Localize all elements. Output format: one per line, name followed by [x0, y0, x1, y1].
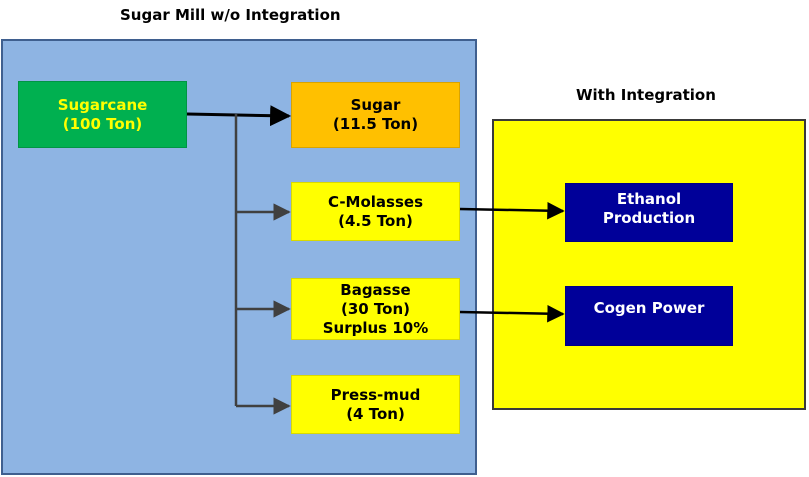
- press-mud-label: Press-mud: [330, 385, 421, 404]
- c-molasses-box: C-Molasses (4.5 Ton): [291, 182, 460, 241]
- sugarcane-box: Sugarcane (100 Ton): [18, 81, 187, 148]
- cogen-power-label: Cogen Power: [593, 299, 705, 317]
- bagasse-box: Bagasse (30 Ton) Surplus 10%: [291, 278, 460, 340]
- c-molasses-quantity: (4.5 Ton): [338, 211, 413, 230]
- ethanol-production-box: Ethanol Production: [565, 183, 733, 242]
- sugarcane-label: Sugarcane: [57, 95, 148, 114]
- press-mud-quantity: (4 Ton): [346, 404, 405, 423]
- ethanol-label-line2: Production: [602, 209, 696, 227]
- ethanol-label-line1: Ethanol: [616, 190, 682, 208]
- press-mud-box: Press-mud (4 Ton): [291, 375, 460, 434]
- sugar-box: Sugar (11.5 Ton): [291, 82, 460, 148]
- sugarcane-quantity: (100 Ton): [62, 114, 143, 133]
- bagasse-label: Bagasse: [340, 280, 411, 299]
- sugar-label: Sugar: [350, 96, 401, 114]
- c-molasses-label: C-Molasses: [327, 192, 424, 211]
- title-with-integration: With Integration: [576, 86, 716, 104]
- integration-panel: [492, 119, 806, 410]
- title-sugar-mill-without-integration: Sugar Mill w/o Integration: [120, 6, 341, 24]
- cogen-power-box: Cogen Power: [565, 286, 733, 346]
- sugar-quantity: (11.5 Ton): [332, 115, 419, 133]
- bagasse-surplus: Surplus 10%: [322, 318, 429, 337]
- bagasse-quantity: (30 Ton): [340, 299, 411, 318]
